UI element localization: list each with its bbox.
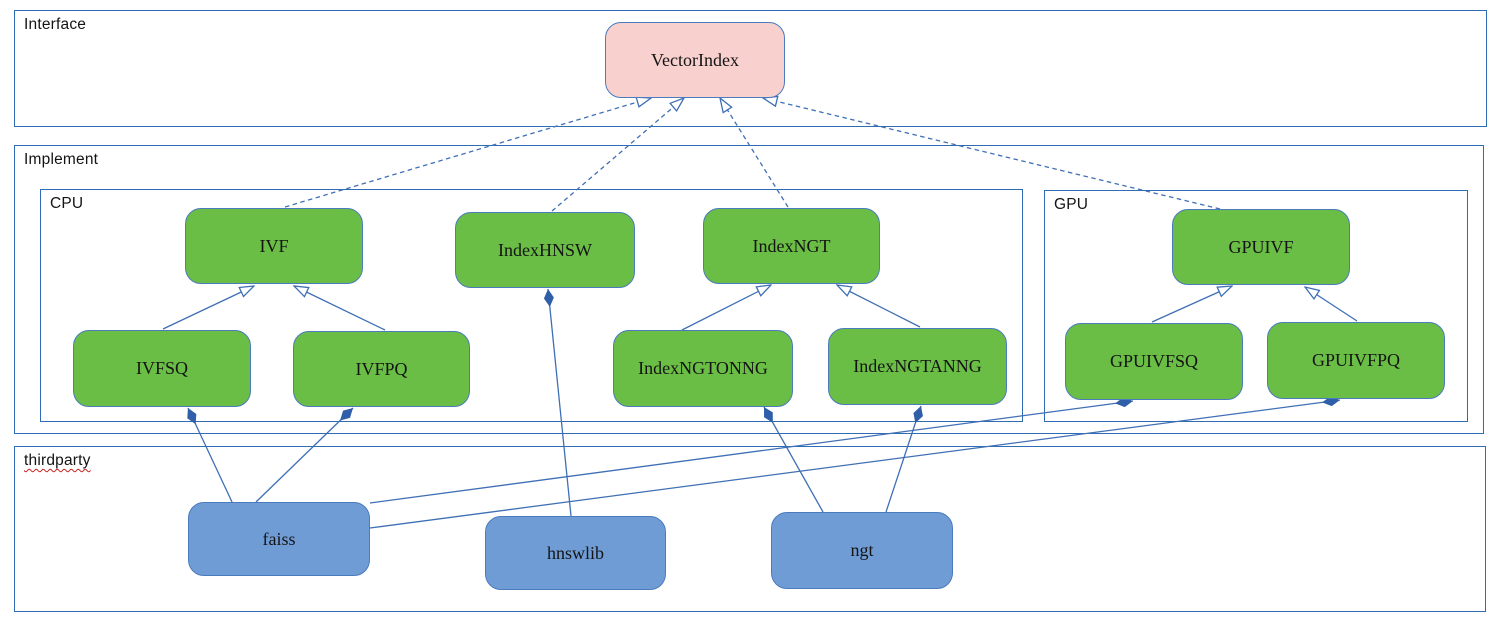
node-gpuivf[interactable]: GPUIVF (1172, 209, 1350, 285)
container-label-implement: Implement (24, 151, 99, 168)
node-label-vectorindex: VectorIndex (651, 49, 739, 70)
node-ivfsq[interactable]: IVFSQ (73, 330, 251, 407)
node-faiss[interactable]: faiss (188, 502, 370, 576)
node-indexngtanng[interactable]: IndexNGTANNG (828, 328, 1007, 405)
node-indexngtonng[interactable]: IndexNGTONNG (613, 330, 793, 407)
node-label-ivfpq: IVFPQ (355, 358, 408, 379)
node-vectorindex[interactable]: VectorIndex (605, 22, 785, 98)
node-label-indexngtanng: IndexNGTANNG (853, 356, 982, 376)
container-label-interface: Interface (24, 16, 87, 33)
container-label-cpu: CPU (50, 195, 84, 212)
node-ngt[interactable]: ngt (771, 512, 953, 589)
node-label-gpuivf: GPUIVF (1228, 236, 1294, 257)
container-label-gpu: GPU (1054, 196, 1089, 213)
node-gpuivfpq[interactable]: GPUIVFPQ (1267, 322, 1445, 399)
node-label-indexngt: IndexNGT (752, 235, 831, 256)
node-gpuivfsq[interactable]: GPUIVFSQ (1065, 323, 1243, 400)
node-label-faiss: faiss (262, 528, 296, 549)
node-label-ngt: ngt (850, 540, 874, 560)
container-label-thirdparty: thirdparty (24, 452, 91, 469)
node-indexngt[interactable]: IndexNGT (703, 208, 880, 284)
node-label-gpuivfpq: GPUIVFPQ (1311, 350, 1401, 370)
node-label-ivfsq: IVFSQ (135, 358, 188, 378)
node-ivf[interactable]: IVF (185, 208, 363, 284)
node-ivfpq[interactable]: IVFPQ (293, 331, 470, 407)
node-label-indexhnsw: IndexHNSW (498, 239, 592, 260)
node-indexhnsw[interactable]: IndexHNSW (455, 212, 635, 288)
node-label-hnswlib: hnswlib (546, 542, 604, 563)
node-label-gpuivfsq: GPUIVFSQ (1109, 351, 1199, 371)
node-hnswlib[interactable]: hnswlib (485, 516, 666, 590)
node-label-ivf: IVF (259, 235, 289, 256)
node-label-indexngtonng: IndexNGTONNG (638, 358, 768, 378)
